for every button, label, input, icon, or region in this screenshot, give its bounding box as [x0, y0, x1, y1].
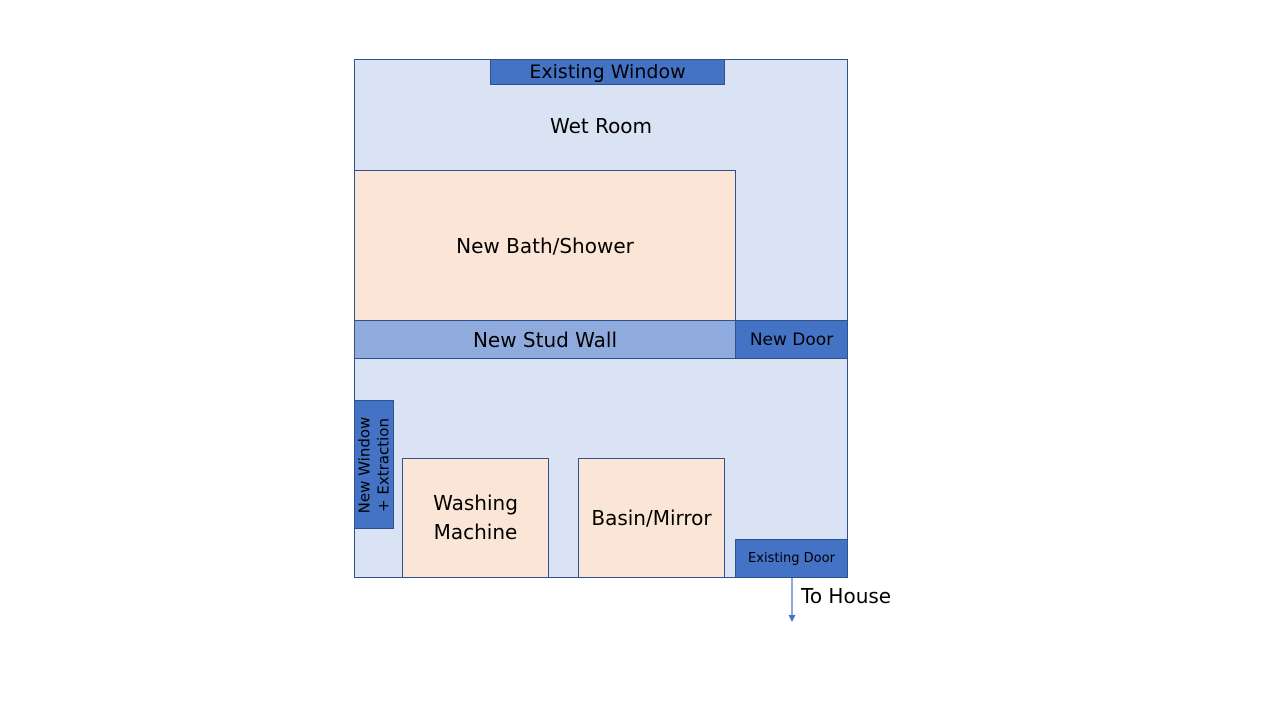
new-door: New Door — [735, 320, 848, 359]
washing-machine-label-line2: Machine — [433, 520, 518, 544]
bath-shower: New Bath/Shower — [354, 170, 736, 321]
stud-wall: New Stud Wall — [354, 320, 736, 359]
basin-mirror-label: Basin/Mirror — [591, 506, 712, 530]
basin-mirror: Basin/Mirror — [578, 458, 725, 578]
to-house-label: To House — [801, 584, 892, 608]
existing-door: Existing Door — [735, 539, 848, 578]
existing-window-label: Existing Window — [529, 61, 686, 83]
arrow-head — [788, 615, 796, 622]
wet-room-label: Wet Room — [549, 114, 653, 138]
bath-shower-label: New Bath/Shower — [456, 233, 634, 258]
stud-wall-label: New Stud Wall — [472, 327, 618, 352]
new-window-label: New Window + Extraction — [355, 416, 393, 513]
washing-machine: Washing Machine — [402, 458, 549, 578]
new-window-label-line1: New Window — [355, 416, 374, 513]
new-window-extraction: New Window + Extraction — [354, 400, 394, 529]
new-window-label-line2: + Extraction — [374, 417, 393, 512]
existing-window: Existing Window — [490, 59, 725, 85]
washing-machine-label: Washing Machine — [433, 489, 518, 547]
arrow-to-house-icon — [788, 578, 796, 622]
new-door-label: New Door — [749, 329, 834, 350]
washing-machine-label-line1: Washing — [433, 491, 518, 515]
existing-door-label: Existing Door — [748, 551, 835, 566]
